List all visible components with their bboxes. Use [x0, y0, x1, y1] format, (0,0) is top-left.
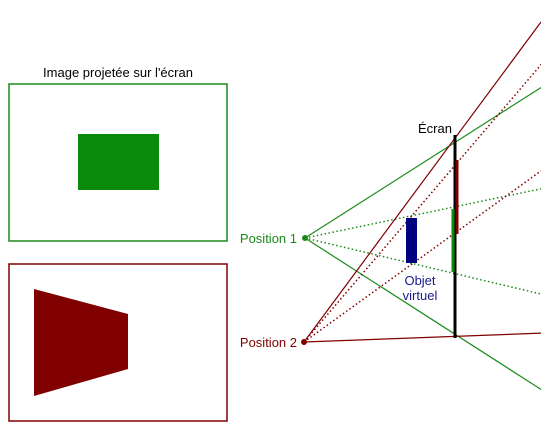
position1-label: Position 1 [240, 231, 297, 246]
position2-point [301, 339, 307, 345]
rays-position2 [303, 21, 541, 343]
screen-label: Écran [418, 121, 452, 136]
panel-top-title: Image projetée sur l'écran [43, 65, 193, 80]
panel-position1-frame [8, 83, 228, 242]
projected-rectangle-green [78, 134, 159, 190]
object-label-line1: Objet [404, 273, 435, 288]
position2-label: Position 2 [240, 335, 297, 350]
position1-point [302, 235, 308, 241]
panel-position2-frame [8, 263, 228, 422]
projected-trapezoid-red [34, 289, 128, 396]
virtual-object [406, 218, 417, 263]
object-label-line2: virtuel [403, 288, 438, 303]
